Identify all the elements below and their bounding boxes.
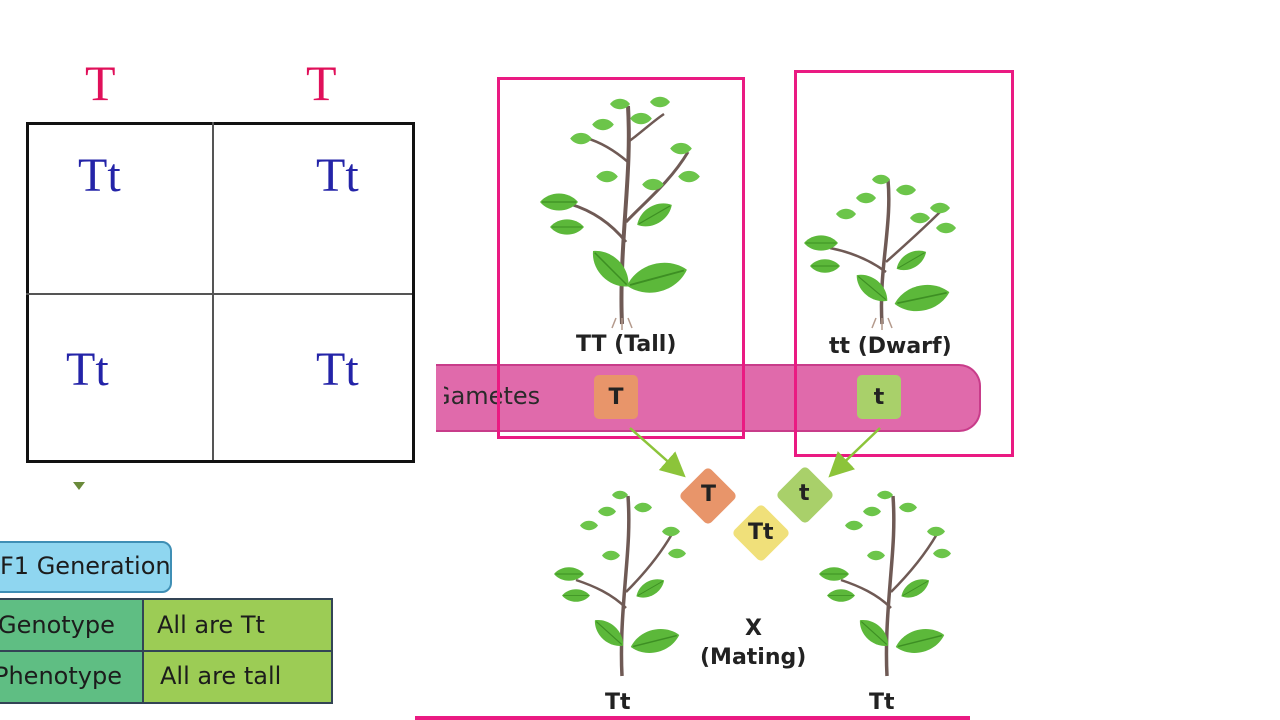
dwarf-plant-illustration <box>804 174 956 330</box>
gametes-label: Gametes <box>432 382 541 410</box>
punnett-divider-horizontal <box>26 293 412 295</box>
genotype-value: All are Tt <box>157 611 265 639</box>
phenotype-label: Phenotype <box>0 662 122 690</box>
tall-parent-label: TT (Tall) <box>576 332 677 357</box>
cross-right-allele: t <box>799 481 810 506</box>
tall-gamete-chip: T <box>594 375 638 419</box>
f1-generation-title: F1 Generation <box>0 552 171 580</box>
cross-left-allele: T <box>701 482 717 507</box>
small-triangle-marker <box>73 482 85 490</box>
f1-table-column-divider <box>142 598 144 704</box>
offspring-label-right: Tt <box>869 690 895 715</box>
punnett-cell-bottom-left: Tt <box>66 343 109 396</box>
column-allele-1: T <box>85 55 116 111</box>
offspring-label-left: Tt <box>605 690 631 715</box>
phenotype-value: All are tall <box>160 662 282 690</box>
dwarf-parent-box <box>794 70 1014 457</box>
punnett-cell-top-left: Tt <box>78 149 121 202</box>
punnett-divider-vertical <box>212 122 214 460</box>
genotype-label: Genotype <box>0 611 115 639</box>
punnett-cell-top-right: Tt <box>316 149 359 202</box>
f1-table-row-divider <box>0 650 333 652</box>
offspring-plant-right <box>819 490 951 677</box>
dwarf-parent-label: tt (Dwarf) <box>829 334 952 359</box>
punnett-square <box>26 122 415 463</box>
offspring-plant-left <box>554 490 686 677</box>
gamete-arrows <box>629 427 881 478</box>
cross-result: Tt <box>748 520 774 545</box>
tall-plant-illustration <box>540 96 700 330</box>
punnett-cell-bottom-right: Tt <box>316 343 359 396</box>
f1-generation-pill <box>0 541 172 593</box>
bottom-pink-edge <box>415 716 970 720</box>
mating-label: (Mating) <box>700 645 807 670</box>
dwarf-gamete-chip: t <box>857 375 901 419</box>
tall-parent-box <box>497 77 745 439</box>
column-allele-2: T <box>306 55 337 111</box>
mating-symbol: X <box>745 616 762 641</box>
